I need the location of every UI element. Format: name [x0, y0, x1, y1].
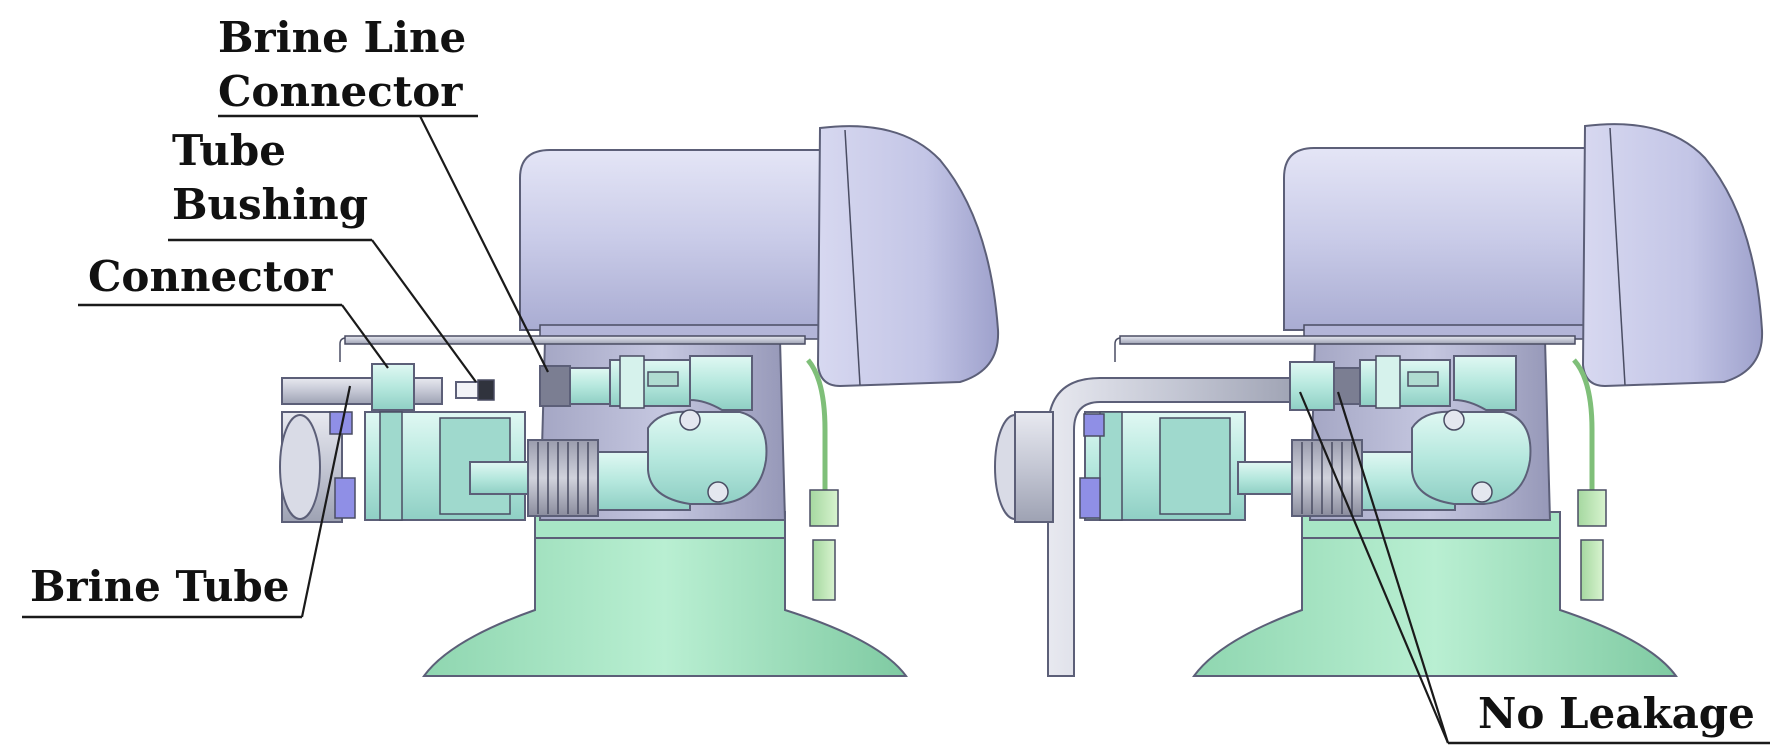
right-screw-2 [1471, 481, 1493, 503]
leader-brine-line-connector [419, 115, 549, 373]
left-adapter [469, 461, 531, 495]
right-screw-1 [1443, 409, 1465, 431]
label-no-leakage: No Leakage [1478, 689, 1755, 738]
right-brine-line-hose [1119, 335, 1576, 345]
callouts: Brine Line Connector Tube Bushing Connec… [22, 13, 1770, 745]
left-brine-line-connector [539, 365, 571, 407]
right-connector-clip [1375, 355, 1401, 409]
left-controller-housing [519, 149, 832, 331]
label-brine-tube: Brine Tube [30, 562, 290, 611]
right-sensor-plug-end [1580, 539, 1604, 601]
right-bypass-ring-2 [1159, 417, 1231, 515]
right-cover-edge [1609, 127, 1626, 386]
left-upper-elbow [689, 355, 753, 411]
right-tank [1192, 525, 1678, 677]
label-brine-line-connector-line2: Connector [218, 67, 463, 116]
left-union-nut [527, 439, 599, 517]
right-brine-line-connector [1333, 367, 1361, 405]
right-controller-cover [1581, 123, 1764, 388]
right-bypass-ring-1 [1099, 411, 1123, 521]
right-upper-elbow [1453, 355, 1517, 411]
left-valve-assembly [279, 125, 1000, 677]
leader-no-leakage-2 [1336, 391, 1450, 744]
leader-no-leakage-1 [1298, 391, 1450, 744]
right-blue-clip [1079, 477, 1101, 519]
right-sensor-plug [1577, 489, 1607, 527]
left-sensor-wire [806, 358, 828, 490]
right-tube-connector [1289, 361, 1335, 411]
left-tank [422, 525, 908, 677]
left-nut-ribs [537, 442, 589, 514]
right-blue-clip-top [1083, 413, 1105, 437]
right-adapter [1237, 461, 1295, 495]
left-screw-2 [707, 481, 729, 503]
right-sensor-wire [1572, 358, 1595, 490]
left-injector-housing [647, 410, 768, 505]
left-pipe-end [279, 414, 321, 520]
right-connector-marker [1407, 371, 1439, 387]
left-tube-connector [371, 363, 415, 411]
left-sensor-plug-end [812, 539, 836, 601]
right-nut-ribs [1301, 442, 1353, 514]
right-valve-assembly [994, 123, 1764, 677]
label-connector: Connector [88, 252, 333, 301]
left-inlet-pipe [281, 377, 443, 405]
label-brine-line-connector-line1: Brine Line [218, 13, 466, 62]
left-cover-edge [844, 129, 861, 386]
right-controller-housing [1283, 147, 1602, 331]
left-connector-marker [647, 371, 679, 387]
left-tube-bushing-core [477, 379, 495, 401]
left-bypass-ring-1 [379, 411, 403, 521]
left-controller-cover [816, 125, 1000, 388]
label-tube-bushing-line2: Bushing [172, 180, 368, 229]
left-screw-1 [679, 409, 701, 431]
right-injector-housing [1411, 410, 1532, 505]
right-outlet-pipe [1014, 411, 1054, 523]
left-connector-clip [619, 355, 645, 409]
leader-brine-tube [300, 385, 352, 618]
leader-connector [341, 304, 389, 369]
left-brine-line-hose [344, 335, 806, 345]
left-sensor-plug [809, 489, 839, 527]
label-tube-bushing-line1: Tube [172, 126, 286, 175]
leader-tube-bushing [371, 239, 477, 383]
left-brine-connector-sleeve [569, 367, 611, 405]
left-blue-clip [334, 477, 356, 519]
